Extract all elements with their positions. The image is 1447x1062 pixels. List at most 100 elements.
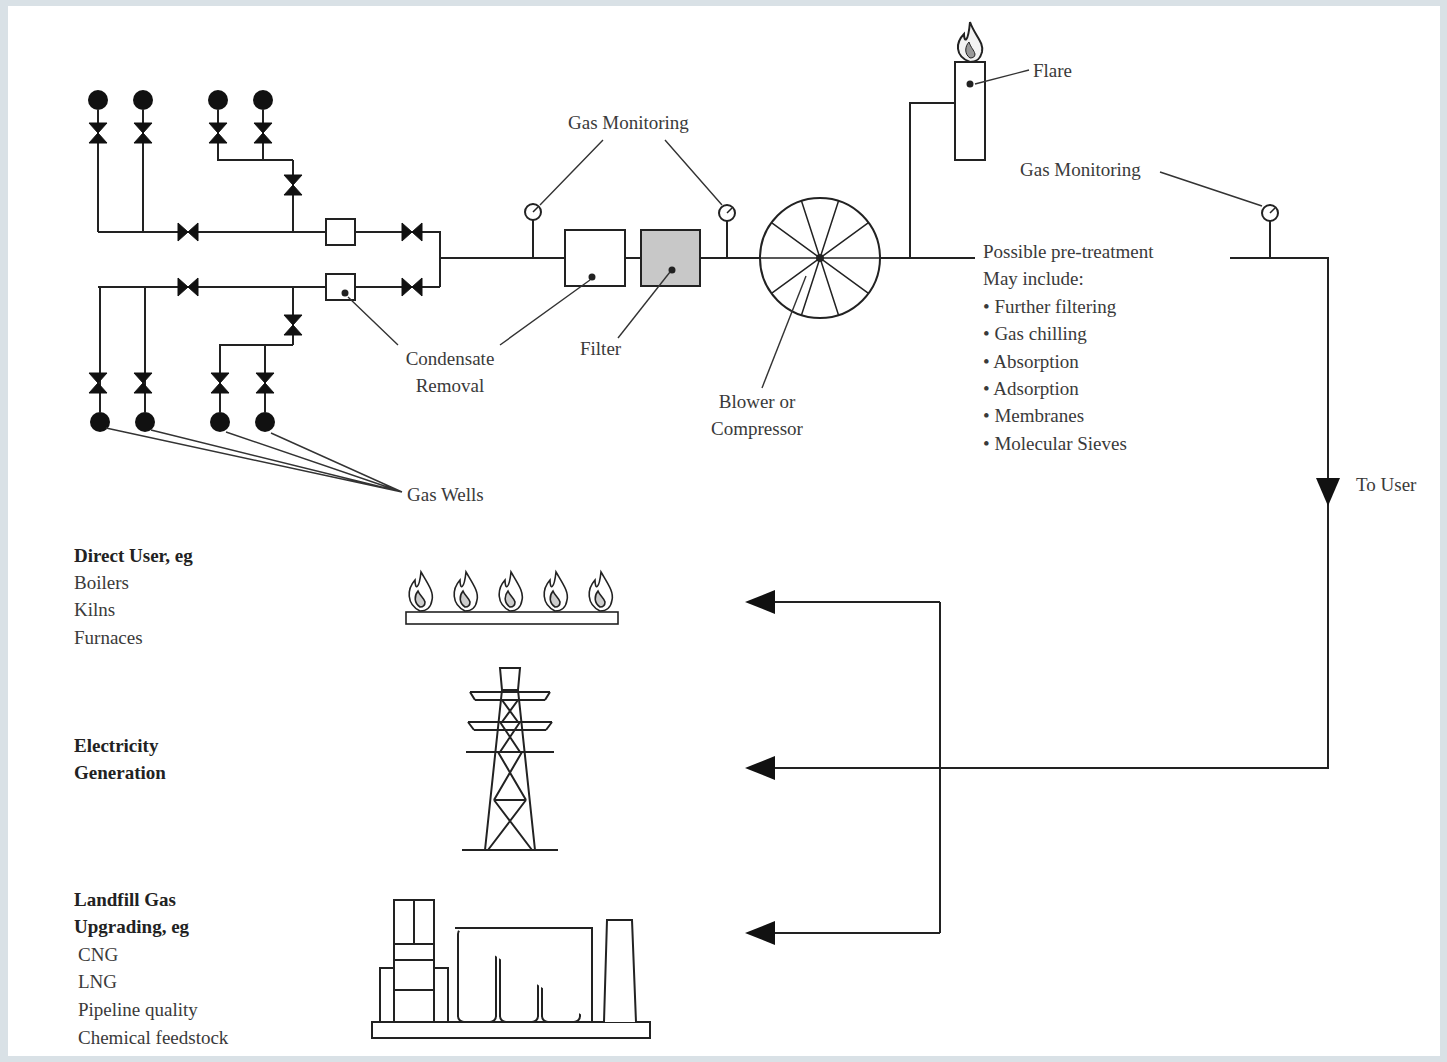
processing-plant [380, 968, 394, 1022]
note-heading: May include: [983, 265, 1084, 292]
callout-label: Blower or Compressor [692, 388, 822, 442]
processing-plant [434, 968, 448, 1022]
flare-stack [966, 42, 975, 58]
list-item: Kilns [74, 596, 115, 623]
valve-symbol [284, 315, 302, 335]
pylon-tower [488, 752, 532, 850]
blower-wheel [760, 198, 880, 318]
callout-label: Gas Monitoring [1020, 156, 1141, 183]
note-heading: Possible pre-treatment [983, 238, 1153, 265]
valve-symbol [89, 123, 107, 143]
gas-well [255, 412, 275, 432]
processing-plant [372, 1022, 650, 1038]
leader-line [975, 70, 1029, 84]
list-item: Furnaces [74, 624, 143, 651]
leader-line [540, 140, 722, 205]
pipework [98, 287, 326, 412]
callout-label: Filter [580, 335, 621, 362]
arrow-head [745, 756, 775, 780]
arrow-head [745, 478, 1340, 945]
gas-well [88, 90, 108, 110]
pipework [1230, 258, 1328, 490]
section-heading: Landfill Gas Upgrading, eg [74, 886, 224, 940]
list-item: Boilers [74, 569, 129, 596]
burner-flames [409, 572, 432, 611]
flare-stack [955, 62, 985, 160]
condensate-trap [565, 230, 625, 286]
valve-symbol [284, 175, 302, 195]
processing-plant [372, 900, 650, 1038]
burner-flames [589, 572, 612, 611]
bullet-item: • Adsorption [983, 375, 1079, 402]
burner-flames [409, 572, 432, 611]
pylon-tower [466, 692, 554, 752]
leader-line [762, 276, 806, 388]
section-heading: Electricity Generation [74, 732, 199, 786]
valve-symbol [178, 278, 198, 296]
processing-plant [394, 900, 434, 1022]
gas-well [133, 90, 153, 110]
valve-symbol [89, 373, 107, 393]
gas-monitor-gauge [533, 207, 1275, 213]
pipework [440, 257, 975, 259]
blower-wheel [760, 198, 880, 318]
burner-flames [544, 572, 567, 611]
valve-symbol [89, 123, 422, 393]
callout-label: Gas Monitoring [568, 109, 689, 136]
flare-stack [968, 82, 973, 87]
list-item: LNG [78, 968, 117, 995]
gas-well [208, 90, 228, 110]
list-item: Pipeline quality [78, 996, 198, 1023]
gas-well [210, 412, 230, 432]
flare-stack [955, 22, 985, 160]
condensate-trap [326, 274, 355, 300]
bullet-item: • Absorption [983, 348, 1079, 375]
pylon-tower [462, 849, 558, 851]
valve-symbol [134, 373, 152, 393]
gas-monitor-gauge [525, 204, 1278, 258]
pylon-tower [485, 690, 535, 850]
pipework [910, 103, 955, 258]
list-item: CNG [78, 941, 118, 968]
burner-flames [406, 572, 618, 624]
gas-well [90, 412, 110, 432]
blower-wheel [817, 255, 823, 261]
leader-line [618, 272, 670, 338]
arrow-head [745, 921, 775, 945]
flow-label: To User [1356, 471, 1416, 498]
gas-well [253, 90, 273, 110]
filter-box [641, 230, 700, 286]
callout-label: Flare [1033, 57, 1072, 84]
pipework [775, 602, 940, 933]
valve-symbol [209, 123, 227, 143]
section-heading: Direct User, eg [74, 542, 193, 569]
gas-well [135, 412, 155, 432]
valve-symbol [402, 223, 422, 241]
condensate-trap [343, 291, 348, 296]
condensate-trap [326, 219, 355, 245]
leader-line [106, 70, 1262, 492]
processing-plant [394, 900, 434, 990]
gas-well [88, 90, 275, 432]
page-frame [8, 6, 1440, 1056]
leader-line [106, 428, 402, 492]
pylon-tower [500, 700, 520, 752]
valve-symbol [211, 373, 229, 393]
blower-wheel [760, 201, 880, 315]
list-item: Chemical feedstock [78, 1024, 228, 1051]
leader-line [1160, 172, 1262, 206]
callout-label: Condensate Removal [392, 345, 508, 399]
bullet-item: • Further filtering [983, 293, 1116, 320]
callout-label: Gas Wells [407, 481, 484, 508]
pylon-tower [500, 668, 520, 690]
burner-flames [454, 572, 477, 611]
pylon-tower [462, 668, 558, 850]
valve-symbol [134, 123, 152, 143]
pipework [98, 110, 326, 232]
pipework [98, 103, 1328, 933]
gas-monitor-gauge [533, 220, 1270, 258]
